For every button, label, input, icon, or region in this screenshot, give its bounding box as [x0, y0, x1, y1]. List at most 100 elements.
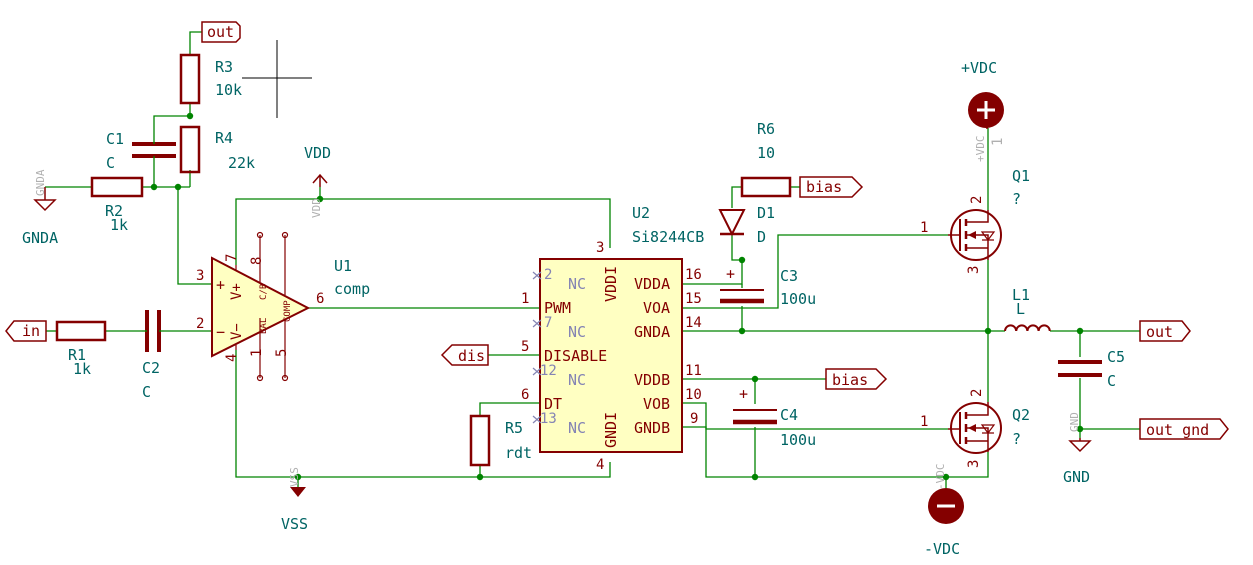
bias-top-text: bias: [806, 178, 842, 196]
capacitor-c1[interactable]: C1 C: [106, 130, 176, 172]
u2-pin16: 16: [685, 267, 702, 283]
power-vdd[interactable]: VDD VDD: [304, 144, 331, 218]
resistor-r1[interactable]: R1 1k: [55, 320, 107, 378]
q1-source-pin: 3: [966, 266, 982, 274]
resistor-r6[interactable]: R6 10: [740, 120, 792, 198]
capacitor-c5[interactable]: C5 C: [1058, 348, 1125, 390]
u2-value: Si8244CB: [632, 228, 704, 246]
power-pvdc[interactable]: +VDC +VDC 1: [961, 59, 1006, 162]
r6-value: 10: [757, 144, 775, 162]
u2-nc7: NC: [568, 323, 586, 341]
u2-pin12: 12: [540, 363, 557, 379]
wire-fb-plus: [177, 187, 212, 285]
c4-value: 100u: [780, 431, 816, 449]
junction-r5: [476, 473, 484, 481]
u2-pin9: 9: [690, 411, 698, 427]
u1-value: comp: [334, 280, 370, 298]
q2-gate-pin: 1: [920, 414, 928, 430]
u2-pin13: 13: [540, 411, 557, 427]
u2-pin15: 15: [685, 291, 702, 307]
u2-vddb: VDDB: [634, 371, 670, 389]
u2-pin5: 5: [521, 339, 529, 355]
c3-ref: C3: [780, 267, 798, 285]
capacitor-c3[interactable]: + C3 100u: [720, 265, 816, 308]
resistor-r5[interactable]: R5 rdt: [469, 414, 532, 467]
u1-pin3: 3: [196, 268, 204, 284]
u1-pin1: 1: [249, 349, 265, 357]
wire-r6-d1: [731, 186, 742, 208]
gnd-label: GND: [1063, 468, 1090, 486]
comparator-u1[interactable]: + − V+ V− C/B BAL COMP 3 2 7 8 4 1 5 6 U…: [196, 231, 370, 382]
u1-pin2: 2: [196, 316, 204, 332]
out-right-text: out: [1146, 323, 1173, 341]
junction-r3-r4: [186, 112, 194, 120]
q1-value: ?: [1012, 190, 1021, 208]
u2-disable: DISABLE: [544, 347, 607, 365]
net-label-out-gnd[interactable]: out gnd: [1139, 418, 1229, 440]
net-label-dis[interactable]: dis: [440, 344, 489, 366]
q1-gate-pin: 1: [920, 220, 928, 236]
u2-pin7: 7: [544, 315, 552, 331]
vdd-label: VDD: [304, 144, 331, 162]
junction-vdd: [316, 195, 324, 203]
resistor-r3[interactable]: R3 10k: [179, 53, 242, 105]
u1-pin-stubs: [235, 235, 286, 378]
power-gnda[interactable]: GNDA GNDA: [22, 169, 58, 247]
u2-nc-markers: [532, 271, 542, 424]
power-gnd[interactable]: GND GND: [1063, 412, 1092, 486]
r5-value: rdt: [505, 444, 532, 462]
u1-vminus: V−: [229, 323, 245, 340]
u1-pin7: 7: [224, 254, 240, 262]
net-label-bias-mid[interactable]: bias: [825, 368, 888, 390]
net-label-bias-top[interactable]: bias: [799, 176, 864, 198]
u1-ref: U1: [334, 257, 352, 275]
d1-value: D: [757, 228, 766, 246]
u2-pin1: 1: [521, 291, 529, 307]
inductor-l1[interactable]: L1 L: [1004, 286, 1051, 332]
u1-pin6: 6: [316, 291, 324, 307]
net-label-in[interactable]: in: [5, 320, 47, 342]
nvdc-ghost: -VDC: [934, 464, 947, 491]
wire-gndb: [682, 426, 989, 478]
dis-text: dis: [458, 347, 485, 365]
wire-vob-q2: [682, 402, 948, 430]
u1-minus: −: [216, 323, 225, 341]
q2-drain-pin: 2: [969, 389, 985, 397]
mosfet-q1[interactable]: 1 2 3 Q1 ?: [920, 167, 1030, 274]
net-label-out-top[interactable]: out: [201, 21, 241, 43]
gnda-ghost: GNDA: [34, 169, 47, 196]
wire-voa-q1: [682, 234, 948, 309]
q2-value: ?: [1012, 430, 1021, 448]
r1-ref: R1: [68, 346, 86, 364]
junctions: [150, 112, 1084, 481]
u2-pin4: 4: [596, 457, 604, 473]
power-nvdc[interactable]: -VDC -VDC: [924, 464, 964, 559]
q2-source-pin: 3: [966, 460, 982, 468]
diode-d1[interactable]: D1 D: [718, 204, 775, 246]
resistor-r4[interactable]: R4 22k: [179, 125, 255, 174]
vdd-ghost: VDD: [310, 198, 323, 218]
wires: [45, 31, 1140, 488]
power-vss[interactable]: VSS VSS: [281, 467, 308, 533]
c5-ref: C5: [1107, 348, 1125, 366]
u2-nc13: NC: [568, 419, 586, 437]
junction-c4-top: [751, 375, 759, 383]
net-label-out-right[interactable]: out: [1139, 320, 1191, 342]
u2-gndi: GNDI: [602, 412, 620, 448]
resistor-r2[interactable]: R2 1k: [90, 176, 144, 234]
u2-pin11: 11: [685, 363, 702, 379]
u2-pin3: 3: [596, 240, 604, 256]
u1-bal: BAL: [259, 318, 269, 334]
junction-nvdc: [942, 473, 950, 481]
gnda-label: GNDA: [22, 229, 58, 247]
capacitor-c4[interactable]: + C4 100u: [733, 385, 816, 449]
c2-ref: C2: [142, 359, 160, 377]
mosfet-q2[interactable]: 1 2 3 Q2 ?: [920, 389, 1030, 468]
driver-ic-u2[interactable]: U2 Si8244CB NC PWM NC DISABLE NC DT NC 2…: [521, 204, 704, 473]
capacitor-c2[interactable]: C2 C: [142, 310, 164, 401]
junction-node: [984, 327, 992, 335]
bias-mid-text: bias: [832, 371, 868, 389]
q2-ref: Q2: [1012, 406, 1030, 424]
r1-value: 1k: [73, 360, 91, 378]
